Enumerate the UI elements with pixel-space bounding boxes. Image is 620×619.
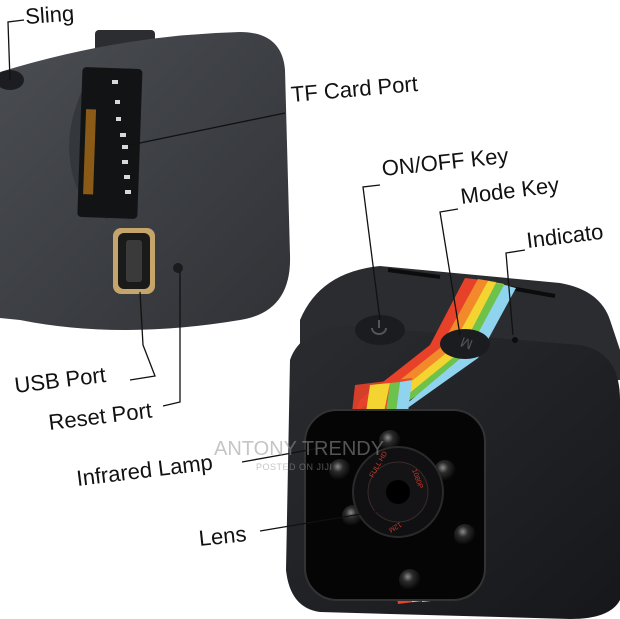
mode-button-graphic bbox=[440, 329, 490, 359]
on-off-button-graphic bbox=[355, 315, 405, 345]
label-sling: Sling bbox=[24, 0, 75, 29]
label-lens: Lens bbox=[197, 521, 248, 551]
infrared-lamps bbox=[329, 430, 476, 591]
camera-front-view: M FULL HD 1080P 12M bbox=[286, 266, 620, 619]
lens-graphic: FULL HD 1080P 12M bbox=[352, 446, 444, 538]
callout-lines bbox=[7, 19, 526, 532]
camera-back-view bbox=[0, 30, 291, 330]
indicator-light-graphic bbox=[512, 337, 518, 343]
reset-port-graphic bbox=[173, 263, 183, 273]
watermark-main: ANTONY TRENDY bbox=[214, 438, 385, 460]
watermark-sub: POSTED ON JIJI bbox=[256, 462, 333, 472]
svg-text:M: M bbox=[458, 334, 474, 353]
